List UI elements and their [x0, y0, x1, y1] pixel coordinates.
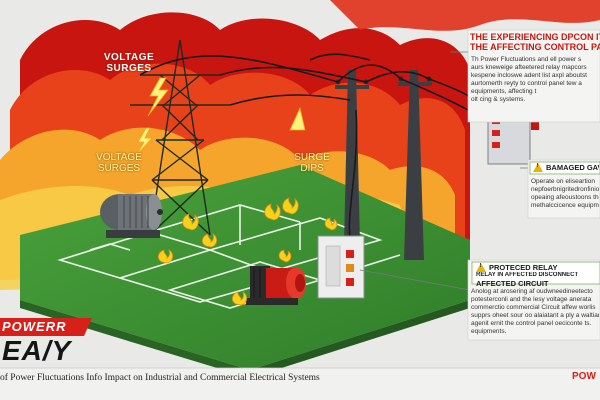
mid-callout-body: Operate on eliseartion nepfoerbnigritedr… — [531, 178, 599, 210]
ground-edge-right — [250, 300, 470, 378]
footer-bar — [0, 368, 600, 400]
top-callout-line: Th Power Fluctuations and ell power s — [471, 56, 582, 63]
low-callout-head-bg — [471, 261, 600, 285]
top-callout-body: Th Power Fluctuations and ell power s au… — [471, 56, 598, 104]
low-callout-line: Anolog at arosering af oudwneedineetecto — [471, 288, 593, 295]
transmission-tower — [130, 39, 230, 236]
mid-callout-head-bg — [529, 161, 600, 175]
top-callout-box — [467, 29, 600, 123]
mid-callout-header: BAMAGED GAV — [533, 163, 599, 172]
warning-icon — [476, 263, 486, 272]
low-callout-line: equipments. — [471, 328, 507, 335]
low-callout-body: Anolog at arosering af oudwneedineetecto… — [471, 288, 599, 336]
lightning-bolts — [135, 77, 306, 157]
footer-brand-tag: POW — [572, 371, 596, 382]
motor-grey — [100, 194, 163, 238]
mid-callout-title: BAMAGED GAV — [546, 163, 599, 172]
mid-callout-line: Operate on eliseartion — [531, 178, 595, 185]
top-callout-line: aurs kneweige afteetered relay mapcors — [471, 64, 587, 71]
spark-flames — [158, 197, 338, 306]
brand-plate — [0, 318, 92, 336]
brand-line-2: EA/Y — [2, 335, 72, 366]
brand-line-1: POWERR — [2, 319, 67, 334]
label-voltage-surges-top: VOLTAGE SURGES — [103, 52, 155, 74]
label-surge-dips: SURGE DIPS — [294, 152, 330, 174]
low-callout-title-1: PROTECED RELAY — [489, 263, 558, 272]
warning-icon — [533, 163, 543, 172]
low-callout-line: supprs oheet sour oo alaiatant a ply a w… — [471, 312, 599, 319]
low-callout-line: agenit ernit the control panel oeciconte… — [471, 320, 592, 327]
footer-right-tag-bg — [572, 370, 600, 384]
low-callout-line: commerctio commercial Circuit affew worl… — [471, 304, 596, 311]
footer-caption: of Power Fluctuations Info Impact on Ind… — [0, 373, 320, 383]
top-callout-line: kespene incloswe adent list axpl aboutst — [471, 72, 587, 79]
fire-swirl-top — [330, 0, 600, 31]
mid-callout-line: opeaing afeoustoons the — [531, 194, 599, 201]
label-voltage-surges-mid: VOLTAGE SURGES — [96, 152, 142, 174]
control-panel-ground — [317, 235, 365, 299]
low-callout-header: PROTECED RELAY — [476, 263, 598, 272]
top-callout-line: olt cing & systems. — [471, 96, 526, 103]
mid-callout-line: nepfoerbnigritedronfinion — [531, 186, 599, 193]
motor-red — [246, 266, 306, 305]
low-callout-line: potesterconli and the lesy voltage anera… — [471, 296, 592, 303]
low-callout-title-2: RELAY IN AFFECTED DISCONNECT — [476, 272, 579, 278]
top-callout-title-1: THE EXPERIENCING DPCON ITC — [470, 32, 600, 42]
mid-callout-line: methalccicence equipmme — [531, 202, 599, 209]
top-callout-title-2: THE AFFECTING CONTROL PA — [470, 42, 600, 52]
top-callout-line: equipments, affecting t — [471, 88, 537, 95]
low-callout-title-3: AFFECTED CIRCUIT — [476, 279, 549, 288]
top-callout-line: aurtomerth reyty to control panel tew a — [471, 80, 582, 87]
